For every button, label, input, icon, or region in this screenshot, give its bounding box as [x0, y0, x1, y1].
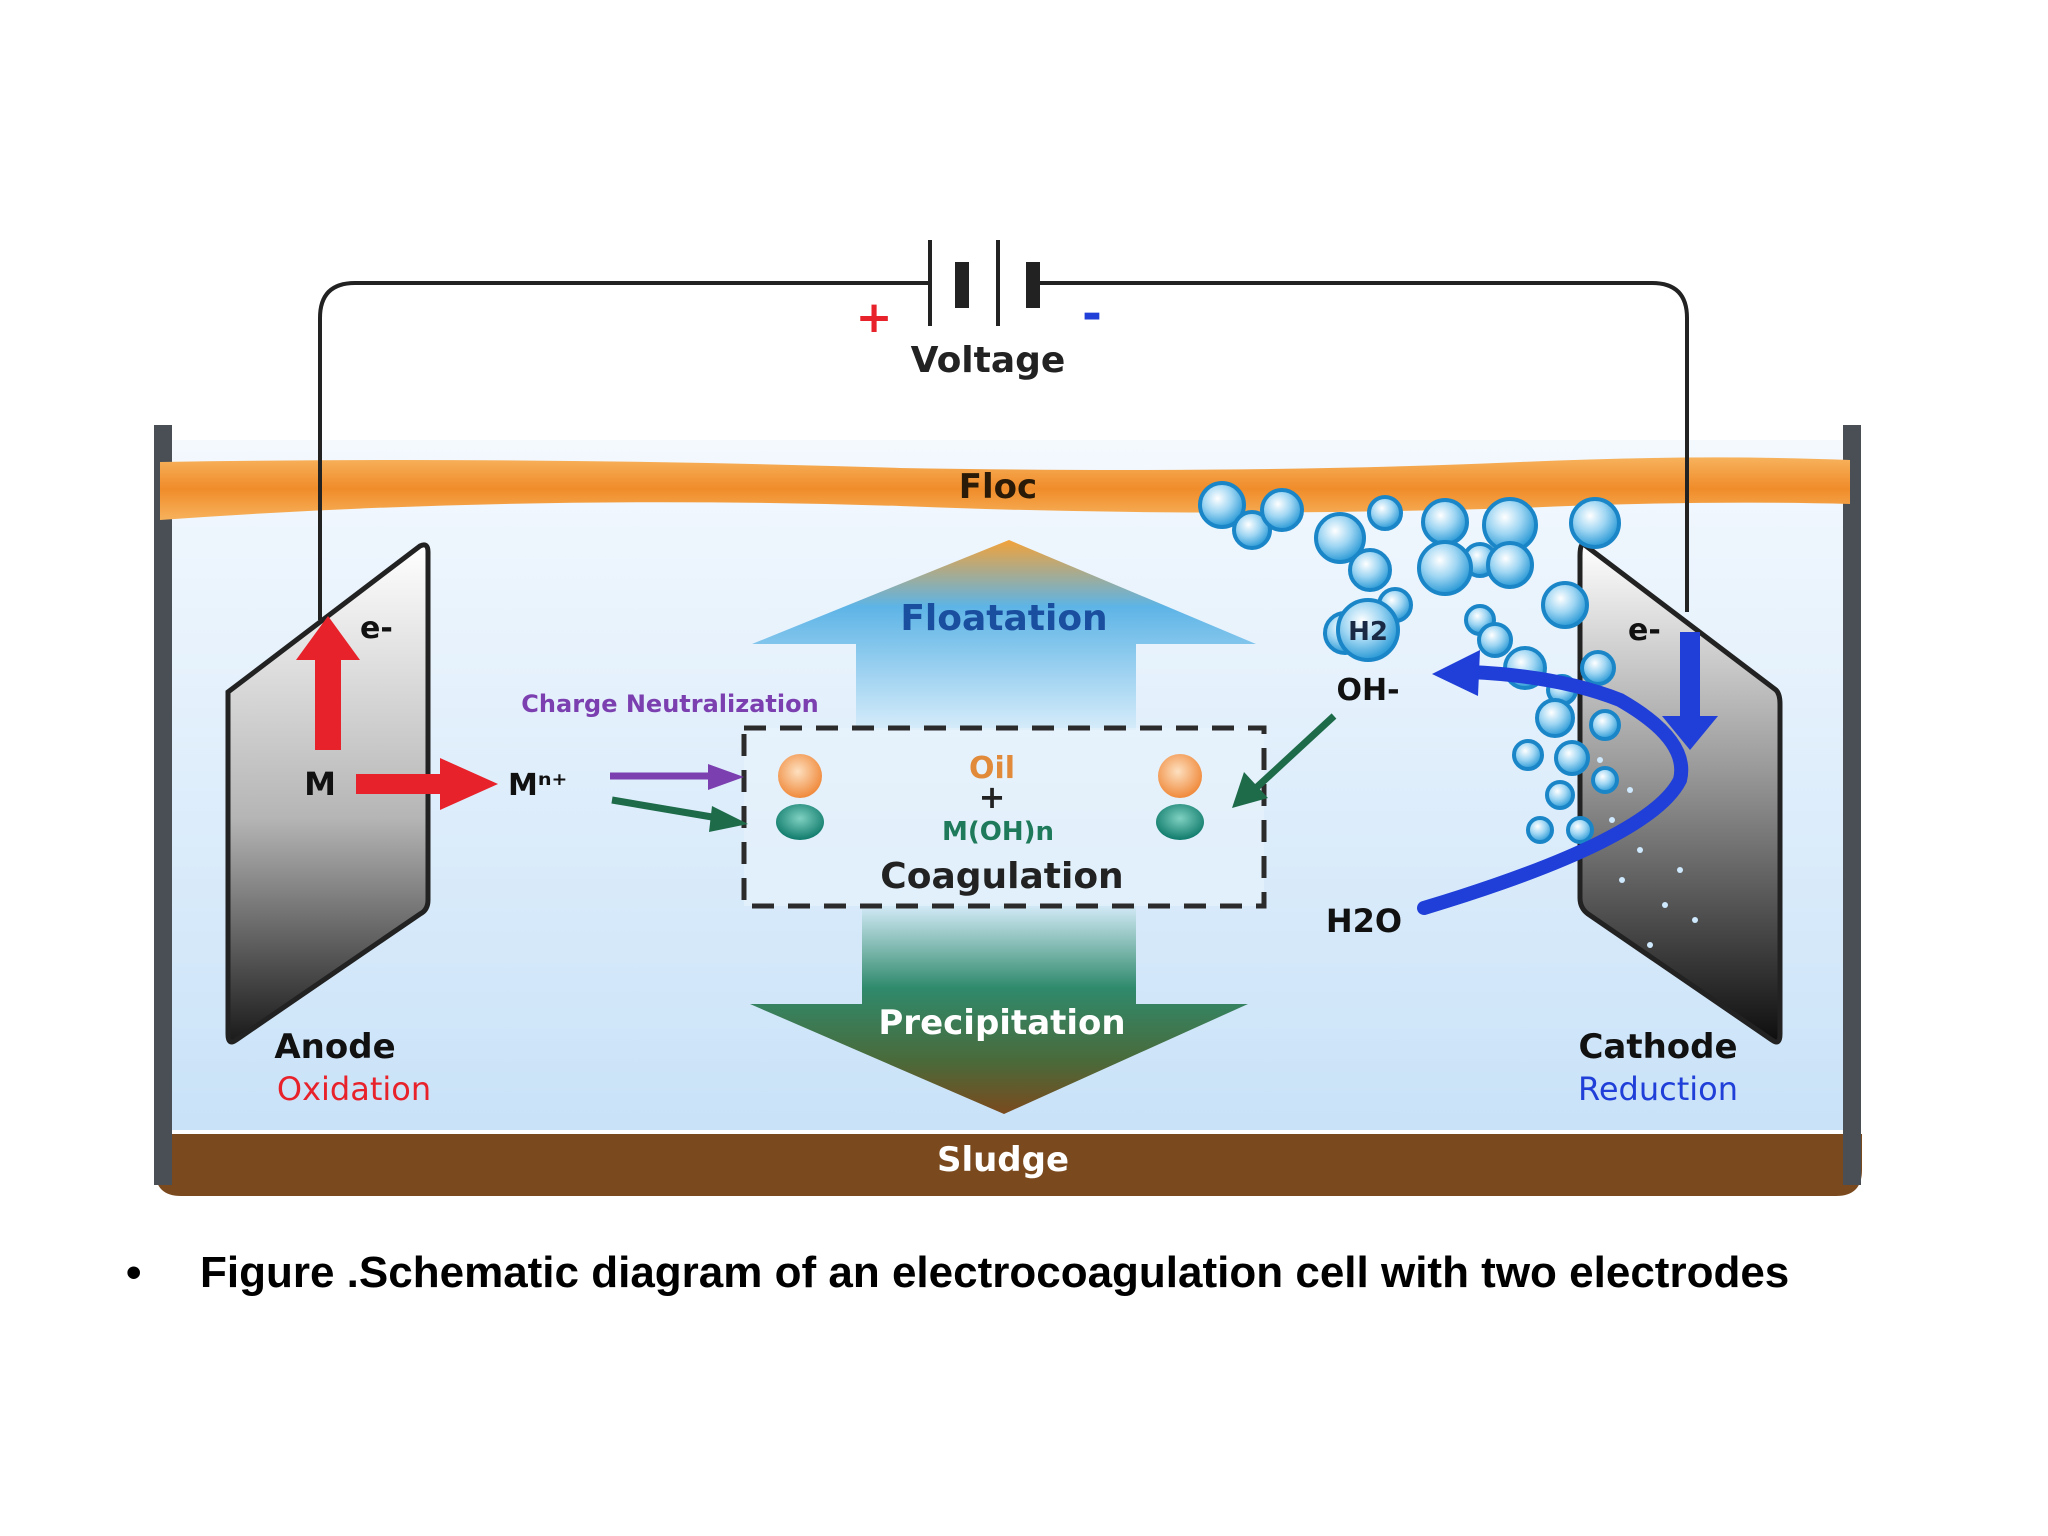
oxidation-label: Oxidation [277, 1070, 431, 1108]
battery-positive-sign: + [856, 292, 893, 343]
precipitation-label: Precipitation [878, 1003, 1125, 1043]
metal-ion-arrow [356, 758, 498, 810]
sludge-label: Sludge [937, 1140, 1069, 1180]
hydroxide-floc-right [1156, 804, 1204, 840]
reduction-label: Reduction [1578, 1070, 1738, 1108]
voltage-label: Voltage [911, 340, 1066, 381]
anode-electron-arrow [296, 616, 360, 750]
caption-bullet: • [126, 1248, 142, 1297]
water-reduction-arrowhead [1432, 650, 1480, 696]
floatation-arrow [752, 540, 1256, 730]
oil-droplet-right [1158, 754, 1202, 798]
floc-layer [160, 457, 1850, 520]
figure-caption: • Figure .Schematic diagram of an electro… [126, 1248, 2006, 1308]
tank-right-wall [1843, 425, 1861, 1185]
floc-label: Floc [959, 467, 1037, 507]
cathode-label: Cathode [1578, 1027, 1737, 1067]
caption-text: Figure .Schematic diagram of an electroc… [200, 1248, 1790, 1297]
coagulation-label: Coagulation [880, 856, 1123, 897]
sludge-layer [155, 1134, 1862, 1196]
battery [928, 240, 1070, 326]
anode-electrode [225, 542, 431, 1045]
oil-label: Oil [969, 751, 1015, 786]
circuit-wire [318, 281, 1689, 620]
water-reduction-arrow [1417, 665, 1689, 915]
anode-metal-label: M [304, 765, 336, 803]
anode-label: Anode [274, 1027, 395, 1067]
hydroxide-label: M(OH)n [942, 817, 1054, 847]
cathode-electron-label: e- [1628, 613, 1661, 648]
metal-ion-label: Mⁿ⁺ [508, 768, 567, 803]
battery-negative-sign: - [1082, 286, 1102, 342]
tank-left-wall [154, 425, 172, 1185]
water-label: H2O [1326, 902, 1402, 940]
hydroxide-floc-left [776, 804, 824, 840]
charge-neutralization-arrowhead [708, 764, 744, 790]
oil-droplet-left [778, 754, 822, 798]
hydroxide-arrow-right [1253, 713, 1337, 791]
charge-neutralization-label: Charge Neutralization [521, 690, 818, 718]
floatation-label: Floatation [900, 598, 1107, 639]
plus-sign: + [979, 778, 1006, 816]
h2-bubble [1336, 598, 1400, 662]
hydroxide-arrowhead-left [709, 806, 748, 832]
cathode-gas-sparkles [1597, 757, 1698, 948]
precipitation-arrow [750, 904, 1248, 1114]
h2-label: H2 [1348, 617, 1388, 647]
hydroxide-ion-label: OH- [1336, 673, 1399, 708]
hydroxide-arrow-left [611, 796, 719, 822]
cathode-electron-arrow [1662, 632, 1718, 750]
anode-electron-label: e- [360, 611, 393, 646]
hydroxide-arrowhead-right [1232, 772, 1268, 808]
